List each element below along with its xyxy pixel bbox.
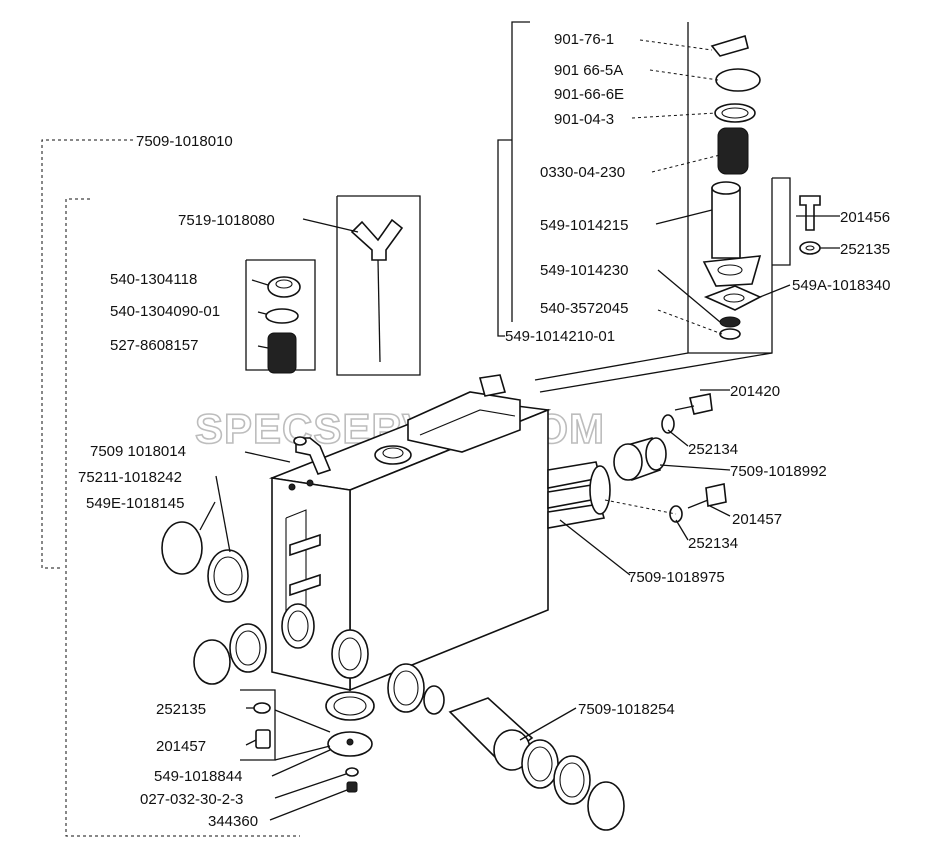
label-540-3572045: 540-3572045 [540, 300, 628, 317]
filler-assembly [702, 34, 821, 340]
label-549e-1018145: 549E-1018145 [86, 495, 184, 512]
label-549a-1018340: 549A-1018340 [792, 277, 890, 294]
leader-lines [199, 39, 840, 821]
label-0330-04-230: 0330-04-230 [540, 164, 625, 181]
label-201420: 201420 [730, 383, 780, 400]
label-549-1014210-01: 549-1014210-01 [505, 328, 615, 345]
part-labels: 901-76-1 901 66-5A 901-66-6E 901-04-3 03… [78, 31, 890, 830]
label-7509-1018975: 7509-1018975 [628, 569, 725, 586]
label-901-04-3: 901-04-3 [554, 111, 614, 128]
label-901-66-5a: 901 66-5A [554, 62, 623, 79]
label-252135-bottom: 252135 [156, 701, 206, 718]
label-549-1014230: 549-1014230 [540, 262, 628, 279]
group-brackets [41, 21, 791, 837]
label-252134-a: 252134 [688, 441, 738, 458]
left-gaskets [161, 521, 267, 685]
label-75211-1018242: 75211-1018242 [78, 469, 182, 486]
label-201457-bottom: 201457 [156, 738, 206, 755]
label-901-76-1: 901-76-1 [554, 31, 614, 48]
label-7509-1018014: 7509 1018014 [90, 443, 186, 460]
label-201457-right: 201457 [732, 511, 782, 528]
label-252134-b: 252134 [688, 535, 738, 552]
label-344360: 344360 [208, 813, 258, 830]
dipstick [350, 218, 404, 363]
label-527-8608157: 527-8608157 [110, 337, 198, 354]
fuel-tank [268, 374, 552, 692]
label-549-1014215: 549-1014215 [540, 217, 628, 234]
label-027-032-30-2-3: 027-032-30-2-3 [140, 791, 243, 808]
cap-assembly [265, 276, 301, 374]
right-parts [547, 393, 727, 529]
label-7509-1018254: 7509-1018254 [578, 701, 675, 718]
label-201456: 201456 [840, 209, 890, 226]
label-901-66-6e: 901-66-6E [554, 86, 624, 103]
label-252135-top: 252135 [840, 241, 890, 258]
label-549-1018844: 549-1018844 [154, 768, 242, 785]
label-7509-1018010: 7509-1018010 [136, 133, 233, 150]
label-7509-1018992: 7509-1018992 [730, 463, 827, 480]
label-540-1304090-01: 540-1304090-01 [110, 303, 220, 320]
label-540-1304118: 540-1304118 [110, 271, 197, 288]
label-7519-1018080: 7519-1018080 [178, 212, 275, 229]
